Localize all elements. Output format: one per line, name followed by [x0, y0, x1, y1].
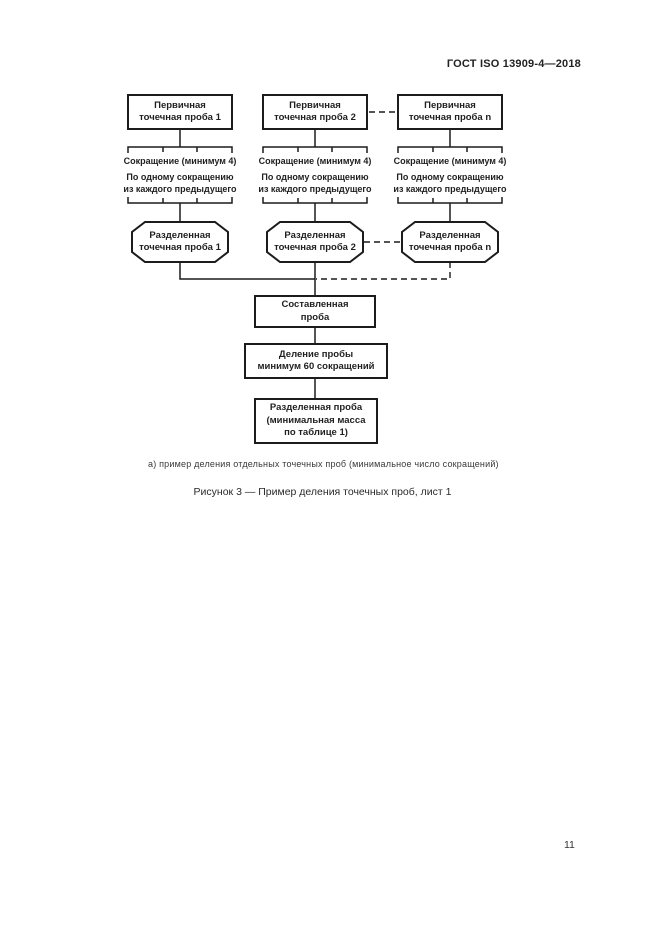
flow-diagram: Первичная точечная проба 1 Первичная точ… [0, 0, 661, 460]
primary-sample-box-2: Первичная точечная проба 2 [262, 94, 368, 130]
divided-sample-label-2: Разделенная точечная проба 2 [274, 229, 356, 253]
note-a: а) пример деления отдельных точечных про… [148, 459, 499, 469]
flow-connectors [127, 111, 503, 398]
converging-connectors [179, 262, 316, 398]
standard-designation: ГОСТ ISO 13909-4—2018 [446, 58, 581, 70]
reduction-label-1: Сокращение (минимум 4) [123, 156, 237, 166]
reduction-note-n: По одному сокращению из каждого предыдущ… [393, 172, 507, 194]
divided-sample-octagons [131, 221, 499, 263]
reduction-label-n: Сокращение (минимум 4) [393, 156, 507, 166]
dashed-connectors [316, 111, 451, 280]
figure-caption: Рисунок 3 — Пример деления точечных проб… [193, 486, 452, 498]
divided-sample-label-n: Разделенная точечная проба n [408, 229, 492, 253]
column-3-connectors [397, 130, 503, 222]
column-1-connectors [127, 130, 233, 222]
primary-sample-box-1: Первичная точечная проба 1 [127, 94, 233, 130]
primary-sample-box-n: Первичная точечная проба n [397, 94, 503, 130]
reduction-label-2: Сокращение (минимум 4) [258, 156, 372, 166]
final-divided-sample-box: Разделенная проба (минимальная масса по … [254, 398, 378, 444]
column-2-connectors [262, 130, 368, 222]
divided-sample-label-1: Разделенная точечная проба 1 [139, 229, 221, 253]
reduction-note-2: По одному сокращению из каждого предыдущ… [258, 172, 372, 194]
page-number: 11 [564, 839, 575, 851]
octagon-n [401, 221, 499, 263]
composed-sample-box: Составленная проба [254, 295, 376, 328]
reduction-note-1: По одному сокращению из каждого предыдущ… [123, 172, 237, 194]
octagon-1 [131, 221, 229, 263]
sample-division-box: Деление пробы минимум 60 сокращений [244, 343, 388, 379]
octagon-2 [266, 221, 364, 263]
